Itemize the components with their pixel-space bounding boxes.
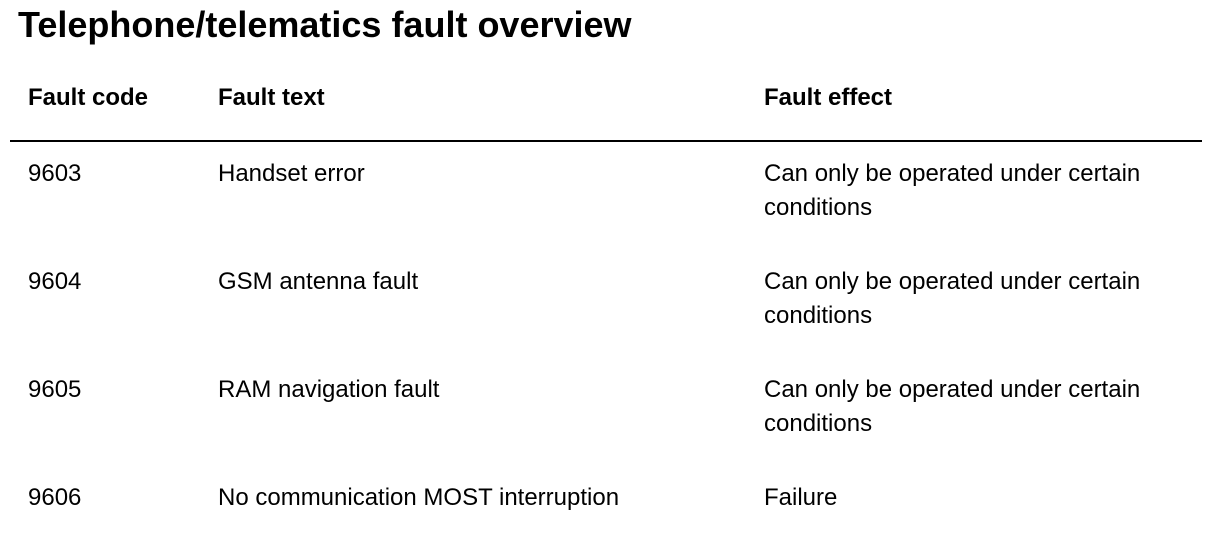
header-divider — [10, 140, 1202, 142]
fault-effect: Can only be operated under certain condi… — [764, 376, 1141, 437]
fault-code: 9606 — [28, 484, 82, 511]
fault-effect: Can only be operated under certain condi… — [764, 268, 1141, 329]
page-title: Telephone/telematics fault overview — [18, 4, 632, 45]
fault-text: Handset error — [218, 160, 365, 187]
header-fault-effect: Fault effect — [764, 84, 893, 111]
fault-text: GSM antenna fault — [218, 268, 419, 295]
fault-effect: Can only be operated under certain condi… — [764, 160, 1141, 221]
header-fault-code: Fault code — [28, 84, 149, 111]
fault-code: 9605 — [28, 376, 82, 403]
fault-code: 9604 — [28, 268, 82, 295]
fault-code: 9603 — [28, 160, 82, 187]
fault-text: RAM navigation fault — [218, 376, 440, 403]
fault-text: No communication MOST interruption — [218, 484, 620, 511]
fault-effect: Failure — [764, 484, 838, 511]
header-fault-text: Fault text — [218, 84, 325, 111]
